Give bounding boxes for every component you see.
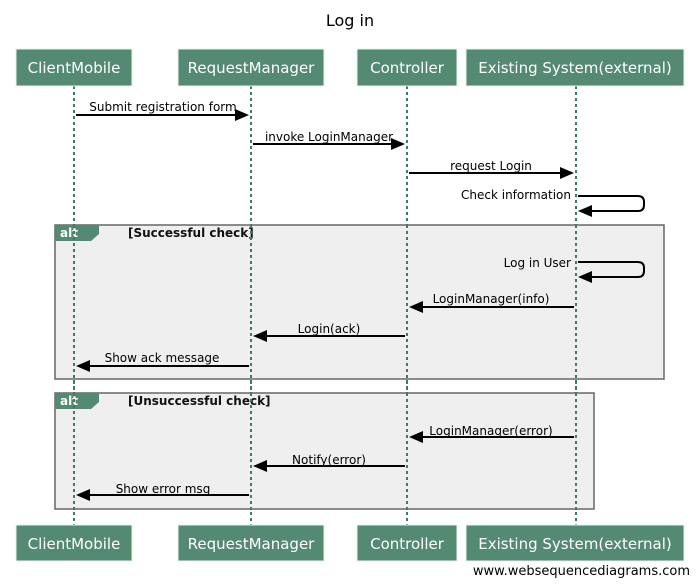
diagram-title: Log in <box>326 11 374 30</box>
message-show-ack: Show ack message <box>76 351 249 372</box>
participant-label: Controller <box>370 59 445 77</box>
participant-client-bottom: ClientMobile <box>15 524 133 562</box>
message-label: invoke LoginManager <box>265 130 393 144</box>
message-loginmanager-info: LoginManager(info) <box>409 292 574 313</box>
message-label: LoginManager(error) <box>429 424 552 438</box>
alt-fragment-unsuccessful: alt [Unsuccessful check] <box>54 392 595 510</box>
participant-controller-bottom: Controller <box>356 524 458 562</box>
message-login-ack: Login(ack) <box>253 322 405 342</box>
message-log-in-user: Log in User <box>504 256 645 283</box>
participant-label: RequestManager <box>188 535 316 553</box>
participant-label: ClientMobile <box>28 59 121 77</box>
message-label: Login(ack) <box>298 322 361 336</box>
fragment-condition: [Successful check] <box>128 226 254 240</box>
participant-label: Controller <box>370 535 445 553</box>
participant-client-top: ClientMobile <box>15 48 133 87</box>
fragment-operator-tab <box>55 225 99 241</box>
message-label: Show error msg <box>116 482 211 496</box>
participant-controller-top: Controller <box>356 48 458 87</box>
message-label: Log in User <box>504 256 571 270</box>
participant-label: RequestManager <box>188 59 316 77</box>
message-invoke-loginmanager: invoke LoginManager <box>253 130 405 150</box>
fragment-frame <box>54 224 665 380</box>
message-request-login: request Login <box>409 159 574 179</box>
participant-label: Existing System(external) <box>478 535 672 553</box>
participant-request-top: RequestManager <box>177 48 325 87</box>
fragment-operator: alt <box>60 226 78 240</box>
alt-fragment-successful: alt [Successful check] <box>54 224 665 380</box>
participant-label: Existing System(external) <box>478 59 672 77</box>
fragment-operator: alt <box>60 394 78 408</box>
message-label: Show ack message <box>105 351 220 365</box>
participant-label: ClientMobile <box>28 535 121 553</box>
message-check-information: Check information <box>461 188 645 217</box>
message-submit-registration: Submit registration form <box>76 100 249 121</box>
watermark[interactable]: www.websequencediagrams.com <box>473 564 690 579</box>
participant-existing-bottom: Existing System(external) <box>465 524 685 562</box>
fragment-operator-tab <box>55 393 99 409</box>
participant-existing-top: Existing System(external) <box>465 48 685 87</box>
message-label: LoginManager(info) <box>433 292 550 306</box>
fragment-condition: [Unsuccessful check] <box>128 394 271 408</box>
message-label: Notify(error) <box>292 453 366 467</box>
message-label: Check information <box>461 188 571 202</box>
participant-request-bottom: RequestManager <box>177 524 325 562</box>
message-loginmanager-error: LoginManager(error) <box>409 424 574 443</box>
message-label: Submit registration form <box>89 100 236 114</box>
message-show-error: Show error msg <box>76 482 249 501</box>
fragment-frame <box>54 392 595 510</box>
message-label: request Login <box>450 159 532 173</box>
message-notify-error: Notify(error) <box>253 453 405 472</box>
